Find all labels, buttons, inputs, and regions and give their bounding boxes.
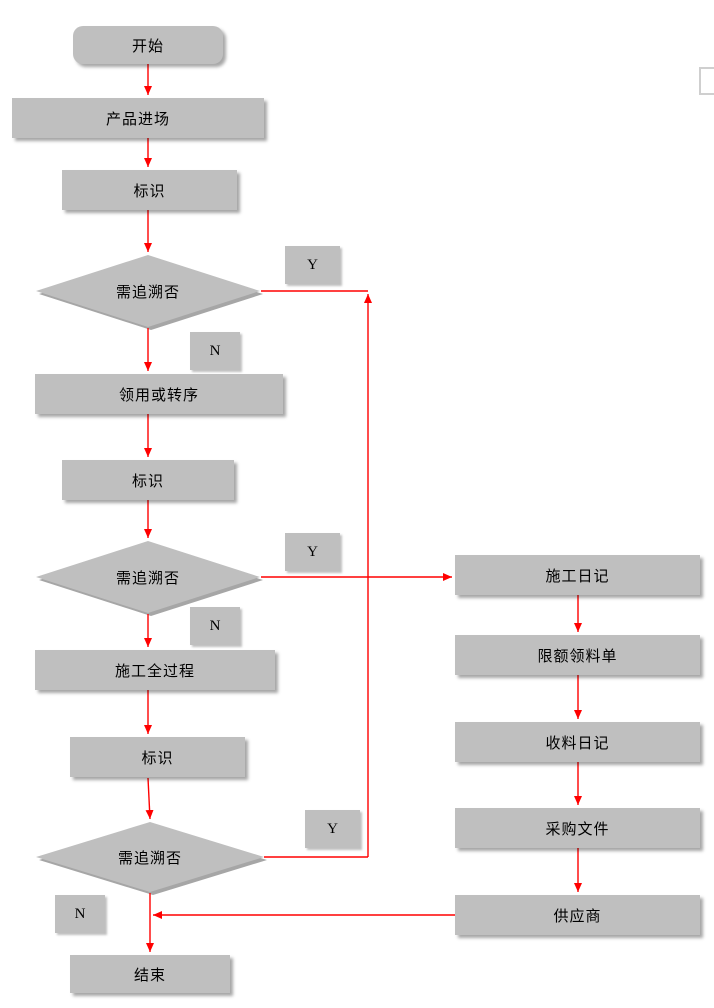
node-receive-or-transfer: 领用或转序 (35, 374, 283, 414)
branch-no-2: N (190, 607, 240, 645)
corner-artifact (699, 67, 714, 95)
branch-no-3: N (55, 895, 105, 933)
node-construction-diary: 施工日记 (455, 555, 700, 595)
branch-no-1: N (190, 332, 240, 370)
node-start: 开始 (73, 26, 223, 64)
branch-yes-3: Y (305, 810, 360, 848)
node-purchase-documents: 采购文件 (455, 808, 700, 848)
branch-yes-1: Y (285, 246, 340, 284)
decision-2-label: 需追溯否 (115, 568, 180, 587)
branch-yes-2: Y (285, 533, 340, 571)
node-mark-1: 标识 (62, 170, 237, 210)
node-quota-material-requisition: 限额领料单 (455, 635, 700, 675)
node-supplier: 供应商 (455, 895, 700, 935)
decision-3-label: 需追溯否 (117, 848, 182, 867)
node-end: 结束 (70, 955, 230, 993)
decision-1-label: 需追溯否 (115, 282, 180, 301)
node-mark-2: 标识 (62, 460, 234, 500)
node-material-receipt-diary: 收料日记 (455, 722, 700, 762)
node-product-entry: 产品进场 (12, 98, 264, 138)
node-mark-3: 标识 (70, 737, 245, 777)
node-construction-full-process: 施工全过程 (35, 650, 275, 690)
